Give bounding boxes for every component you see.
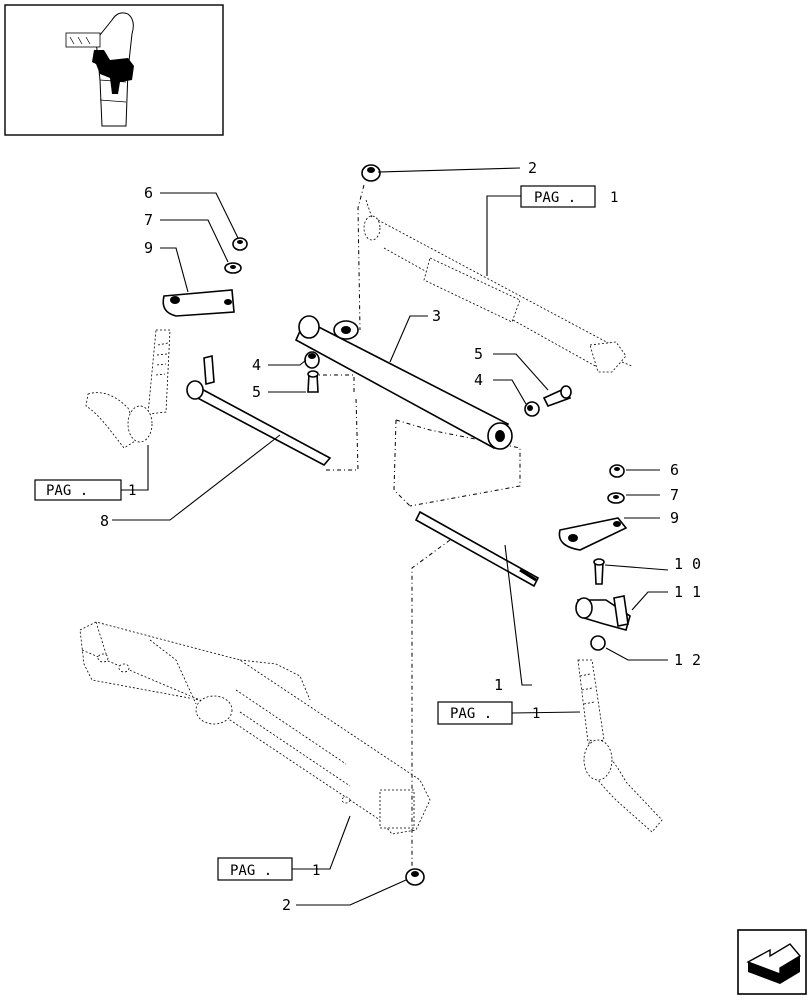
callout-12: 1 2 — [674, 651, 701, 669]
callout-6: 6 — [670, 461, 679, 479]
callout-6: 6 — [144, 184, 153, 202]
page-ref-number: 1 — [610, 190, 618, 206]
right-nut-12[interactable] — [590, 635, 606, 651]
callout-11: 1 1 — [674, 583, 701, 601]
left-nut-4[interactable] — [304, 351, 320, 369]
page-ref-top[interactable]: PAG . 1 — [520, 185, 618, 208]
callout-numbers: 2 6 7 9 3 4 5 5 4 6 7 9 1 0 1 1 1 2 8 1 … — [100, 159, 701, 914]
callout-10: 1 0 — [674, 555, 701, 573]
callout-4: 4 — [474, 371, 483, 389]
left-steering-knuckle-background — [85, 329, 171, 449]
callout-5: 5 — [474, 345, 483, 363]
page-ref-right[interactable]: PAG . 1 — [437, 701, 581, 725]
assembly-phantom-lines — [312, 184, 521, 868]
page-ref-number: 1 — [312, 863, 320, 879]
left-washer-7[interactable] — [224, 262, 242, 274]
callout-1: 1 — [494, 676, 503, 694]
page-ref-label: PAG . — [450, 706, 492, 722]
page-ref-number: 1 — [128, 483, 136, 499]
right-ball-joint-11[interactable] — [575, 595, 631, 631]
left-steering-arm[interactable] — [162, 289, 235, 317]
left-bolt-5[interactable] — [307, 370, 319, 393]
page-ref-bottom[interactable]: PAG . 1 — [217, 815, 351, 881]
callout-8: 8 — [100, 512, 109, 530]
callout-9: 9 — [670, 509, 679, 527]
right-steering-arm[interactable] — [558, 517, 628, 551]
callout-5: 5 — [252, 383, 261, 401]
page-ref-label: PAG . — [534, 190, 576, 206]
right-nut-4[interactable] — [524, 401, 540, 417]
page-ref-label: PAG . — [230, 863, 272, 879]
bottom-nut-2[interactable] — [405, 868, 425, 886]
right-tie-rod[interactable] — [414, 510, 540, 588]
page-ref-number: 1 — [532, 706, 540, 722]
left-nut-6[interactable] — [232, 237, 248, 251]
tractor-steering-location-thumbnail[interactable] — [4, 4, 224, 136]
right-steering-knuckle-background — [577, 659, 663, 833]
callout-7: 7 — [670, 486, 679, 504]
steering-cylinder-background — [363, 199, 633, 373]
right-washer-7[interactable] — [607, 492, 625, 504]
callout-2: 2 — [282, 896, 291, 914]
page-ref-label: PAG . — [46, 483, 88, 499]
top-nut-2[interactable] — [361, 164, 381, 182]
page-ref-left[interactable]: PAG . 1 — [34, 445, 149, 501]
steering-link-bar[interactable] — [294, 315, 513, 450]
callout-4: 4 — [252, 356, 261, 374]
callout-3: 3 — [432, 307, 441, 325]
right-screw-10[interactable] — [593, 558, 605, 585]
leader-lines — [112, 167, 669, 906]
callout-9: 9 — [144, 239, 153, 257]
next-page-arrow-icon[interactable] — [737, 929, 807, 995]
right-bolt-5[interactable] — [542, 385, 572, 407]
front-axle-housing-background — [79, 621, 431, 835]
left-tie-rod[interactable] — [186, 354, 332, 467]
callout-2: 2 — [528, 159, 537, 177]
callout-7: 7 — [144, 211, 153, 229]
right-nut-6[interactable] — [609, 464, 625, 478]
